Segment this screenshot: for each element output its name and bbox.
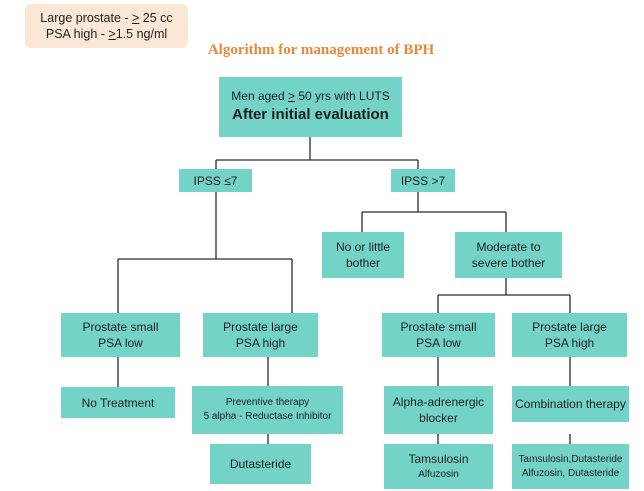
definition-note: Large prostate - > 25 cc PSA high - >1.5… xyxy=(25,4,188,48)
preventive-therapy-node: Preventive therapy 5 alpha - Reductase I… xyxy=(192,386,343,434)
note-psa-line: PSA high - >1.5 ng/ml xyxy=(45,27,168,41)
combo-drugs-line2: Alfuzosin, Dutasteride xyxy=(521,467,620,479)
alfuzosin-line: Alfuzosin xyxy=(418,468,459,480)
combination-drugs-node: Tamsulosin,Dutasteride Alfuzosin, Dutast… xyxy=(512,444,629,489)
prostate-small-right-line1: Prostate small xyxy=(400,320,477,334)
moderate-line1: Moderate to xyxy=(476,240,541,254)
prostate-large-right-line1: Prostate large xyxy=(532,320,607,334)
prostate-small-right-line2: PSA low xyxy=(416,336,461,350)
combo-drugs-line1: Tamsulosin,Dutasteride xyxy=(518,453,623,465)
moderate-bother-node: Moderate to severe bother xyxy=(455,232,562,278)
ipss-high-label: IPSS >7 xyxy=(400,173,446,188)
moderate-line2: severe bother xyxy=(471,256,546,270)
dutasteride-node: Dutasteride xyxy=(210,444,311,484)
prostate-large-left-line2: PSA high xyxy=(235,336,286,350)
root-line2: After initial evaluation xyxy=(232,106,389,123)
ipss-high-node: IPSS >7 xyxy=(391,169,455,192)
no-bother-line1: No or little xyxy=(335,240,391,254)
combination-therapy-node: Combination therapy xyxy=(512,386,629,422)
no-bother-line2: bother xyxy=(345,256,381,270)
note-prostate-line: Large prostate - > 25 cc xyxy=(40,11,173,25)
preventive-line1: Preventive therapy xyxy=(225,397,310,408)
prostate-large-left-line1: Prostate large xyxy=(223,320,298,334)
alpha-line2: blocker xyxy=(419,411,458,425)
alpha-blocker-node: Alpha-adrenergic blocker xyxy=(384,386,493,434)
prostate-large-right-line2: PSA high xyxy=(544,336,595,350)
ipss-low-node: IPSS ≤7 xyxy=(179,169,252,192)
dutasteride-label: Dutasteride xyxy=(229,457,292,471)
preventive-line2: 5 alpha - Reductase Inhibitor xyxy=(203,411,332,422)
root-node: Men aged > 50 yrs with LUTS After initia… xyxy=(219,77,402,137)
root-line1: Men aged > 50 yrs with LUTS xyxy=(231,89,390,103)
prostate-small-left-line1: Prostate small xyxy=(82,320,159,334)
no-bother-node: No or little bother xyxy=(322,232,404,278)
prostate-small-right-node: Prostate small PSA low xyxy=(382,313,495,357)
no-treatment-label: No Treatment xyxy=(81,395,155,410)
no-treatment-node: No Treatment xyxy=(61,387,175,418)
prostate-large-right-node: Prostate large PSA high xyxy=(512,313,627,357)
tamsulosin-node: Tamsulosin Alfuzosin xyxy=(384,444,493,489)
combination-label: Combination therapy xyxy=(515,397,626,411)
tamsulosin-line1: Tamsulosin xyxy=(408,451,469,466)
prostate-small-left-line2: PSA low xyxy=(98,336,143,350)
prostate-small-left-node: Prostate small PSA low xyxy=(61,313,180,357)
diagram-title: Algorithm for management of BPH xyxy=(207,42,435,58)
ipss-low-label: IPSS ≤7 xyxy=(193,173,238,188)
prostate-large-left-node: Prostate large PSA high xyxy=(203,313,318,357)
alpha-line1: Alpha-adrenergic xyxy=(392,395,485,409)
